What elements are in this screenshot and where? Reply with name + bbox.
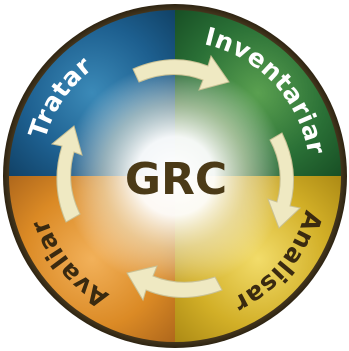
arrow-analisar-to-avaliar — [126, 265, 223, 302]
center-label: GRC — [125, 154, 227, 205]
cycle-arrows — [50, 54, 302, 302]
center-glow — [63, 64, 287, 288]
arrow-tratar-to-inventariar — [132, 54, 230, 91]
arrow-inventariar-to-analisar — [267, 132, 302, 229]
arrow-avaliar-to-tratar — [50, 125, 83, 223]
